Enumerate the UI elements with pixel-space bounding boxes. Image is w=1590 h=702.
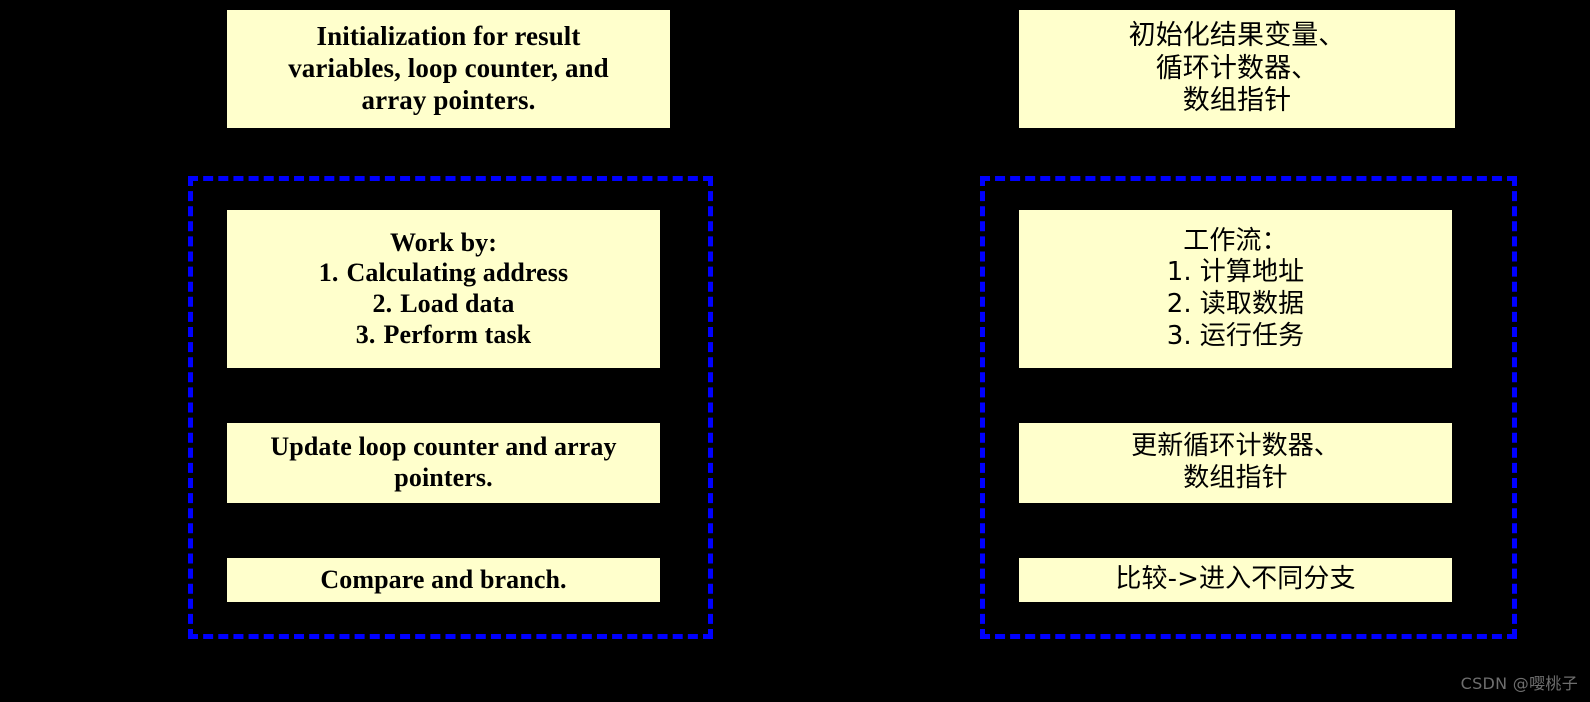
node-line: 数组指针 bbox=[1183, 463, 1288, 493]
list-item: 2. 读取数据 bbox=[1167, 289, 1304, 321]
list-item-number: 3. bbox=[355, 319, 376, 349]
node-line: 初始化结果变量、 bbox=[1128, 19, 1346, 51]
list-item-number: 2. bbox=[372, 289, 393, 318]
list-item-label: Perform task bbox=[383, 319, 532, 349]
node-work-by-zh: 工作流： 1. 计算地址 2. 读取数据 3. 运行任务 bbox=[1019, 210, 1452, 368]
list-item: 3. Perform task bbox=[356, 320, 531, 351]
list-item-label: 计算地址 bbox=[1199, 257, 1305, 288]
list-item: 1. 计算地址 bbox=[1167, 257, 1304, 289]
node-update-counter-en: Update loop counter and array pointers. bbox=[227, 423, 660, 503]
node-line: 比较->进入不同分支 bbox=[1115, 564, 1356, 595]
list-item-label: 读取数据 bbox=[1199, 289, 1305, 319]
node-compare-branch-en: Compare and branch. bbox=[227, 558, 660, 602]
node-heading: Work by: bbox=[390, 227, 497, 257]
node-line: pointers. bbox=[394, 463, 493, 492]
node-work-by-en: Work by: 1. Calculating address 2. Load … bbox=[227, 210, 660, 368]
node-line: 循环计数器、 bbox=[1155, 52, 1319, 84]
node-line: Initialization for result bbox=[316, 21, 581, 52]
list-item-number: 1. bbox=[318, 258, 339, 288]
node-line: variables, loop counter, and bbox=[288, 53, 609, 84]
list-item-number: 3. bbox=[1166, 320, 1192, 351]
node-line: 数组指针 bbox=[1182, 85, 1292, 117]
node-line: Update loop counter and array bbox=[270, 432, 617, 462]
list-item: 2. Load data bbox=[372, 289, 514, 320]
node-compare-branch-zh: 比较->进入不同分支 bbox=[1019, 558, 1452, 602]
node-initialization-en: Initialization for result variables, loo… bbox=[227, 10, 670, 128]
loop-body-group-zh bbox=[980, 176, 1517, 639]
list-item-number: 1. bbox=[1166, 257, 1192, 288]
node-update-counter-zh: 更新循环计数器、 数组指针 bbox=[1019, 423, 1452, 503]
node-initialization-zh: 初始化结果变量、 循环计数器、 数组指针 bbox=[1019, 10, 1455, 128]
list-item-label: Load data bbox=[400, 289, 515, 318]
list-item-label: 运行任务 bbox=[1199, 320, 1305, 351]
list-item-number: 2. bbox=[1166, 289, 1192, 319]
watermark: CSDN @嘤桃子 bbox=[1460, 674, 1578, 693]
loop-body-group-en bbox=[188, 176, 713, 639]
node-line: Compare and branch. bbox=[320, 564, 567, 594]
list-item-label: Calculating address bbox=[346, 258, 569, 288]
node-line: 更新循环计数器、 bbox=[1131, 431, 1340, 462]
node-line: array pointers. bbox=[361, 84, 536, 115]
list-item: 3. 运行任务 bbox=[1167, 321, 1304, 353]
node-heading: 工作流： bbox=[1183, 225, 1288, 256]
list-item: 1. Calculating address bbox=[319, 258, 568, 289]
